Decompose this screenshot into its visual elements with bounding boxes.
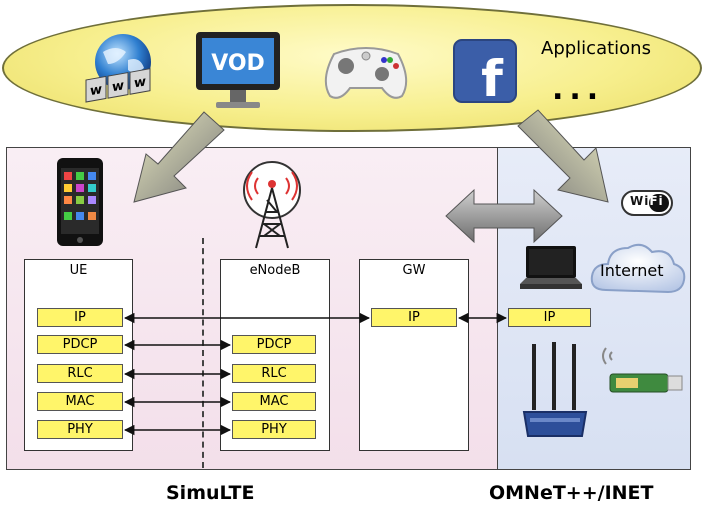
ue-layer-phy: PHY	[37, 420, 123, 439]
simulte-caption: SimuLTE	[166, 482, 255, 504]
omnet-inet-caption: OMNeT++/INET	[489, 482, 654, 504]
inet-layer-ip: IP	[508, 308, 591, 327]
enodeb-layer-pdcp: PDCP	[232, 335, 316, 354]
svg-text:w: w	[90, 82, 102, 99]
down-right-arrow	[517, 109, 609, 203]
gw-title: GW	[402, 263, 426, 278]
enodeb-layer-mac: MAC	[232, 392, 316, 411]
ue-node: UE	[24, 259, 133, 451]
wifi-label: WiFi	[630, 194, 664, 208]
svg-text:w: w	[112, 78, 124, 95]
gw-layer-ip: IP	[371, 308, 457, 327]
internet-label: Internet	[600, 261, 664, 280]
laptop-icon	[520, 246, 582, 289]
svg-text:VOD: VOD	[211, 51, 265, 76]
svg-text:w: w	[134, 75, 146, 92]
radio-boundary-dashed-line	[202, 238, 204, 468]
internet-cloud-icon	[590, 243, 686, 294]
enodeb-node: eNodeB	[220, 259, 330, 451]
svg-text:f: f	[481, 50, 504, 104]
www-globe-icon: w w w	[85, 34, 151, 103]
enodeb-layer-phy: PHY	[232, 420, 316, 439]
antenna-tower-icon	[243, 161, 301, 249]
usb-wifi-dongle-icon	[602, 347, 683, 393]
gw-node: GW	[359, 259, 469, 451]
ue-layer-ip: IP	[37, 308, 123, 327]
ue-layer-rlc: RLC	[37, 364, 123, 383]
bidirectional-arrow	[445, 188, 563, 244]
game-controller-icon	[324, 47, 408, 99]
vod-monitor-icon: VOD	[196, 32, 280, 108]
smartphone-icon	[57, 158, 103, 246]
wifi-logo-icon	[621, 190, 673, 216]
ue-layer-pdcp: PDCP	[37, 335, 123, 354]
enodeb-layer-rlc: RLC	[232, 364, 316, 383]
applications-label: Applications	[541, 38, 651, 59]
down-left-arrow	[133, 111, 225, 203]
facebook-icon: f	[453, 39, 517, 104]
wireless-router-icon	[522, 342, 588, 437]
applications-ellipsis: ...	[552, 72, 605, 107]
ue-title: UE	[69, 263, 88, 278]
ue-layer-mac: MAC	[37, 392, 123, 411]
enodeb-title: eNodeB	[249, 263, 301, 278]
